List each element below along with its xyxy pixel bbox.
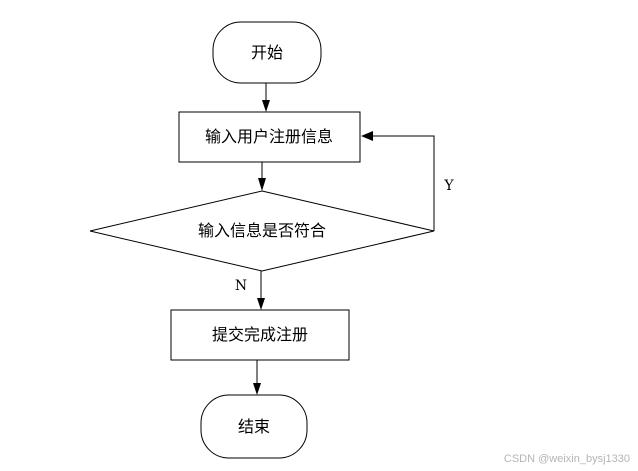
edge-no-down: N [235, 271, 265, 310]
start-label: 开始 [251, 43, 283, 62]
decision-node: 输入信息是否符合 [89, 190, 435, 272]
submit-label: 提交完成注册 [212, 325, 308, 344]
edge-yes-loop: Y [361, 131, 454, 231]
decision-label: 输入信息是否符合 [198, 221, 326, 240]
end-node: 结束 [200, 394, 308, 459]
input-label: 输入用户注册信息 [205, 127, 333, 146]
edge-start-to-input [262, 83, 270, 112]
no-label: N [235, 278, 247, 294]
input-node: 输入用户注册信息 [178, 111, 361, 163]
watermark: CSDN @weixin_bysj1330 [503, 453, 630, 465]
submit-node: 提交完成注册 [170, 309, 350, 361]
edge-input-to-decision [258, 162, 266, 191]
start-node: 开始 [212, 21, 322, 84]
edge-submit-to-end [253, 360, 261, 395]
yes-label: Y [443, 178, 454, 194]
end-label: 结束 [238, 417, 270, 436]
